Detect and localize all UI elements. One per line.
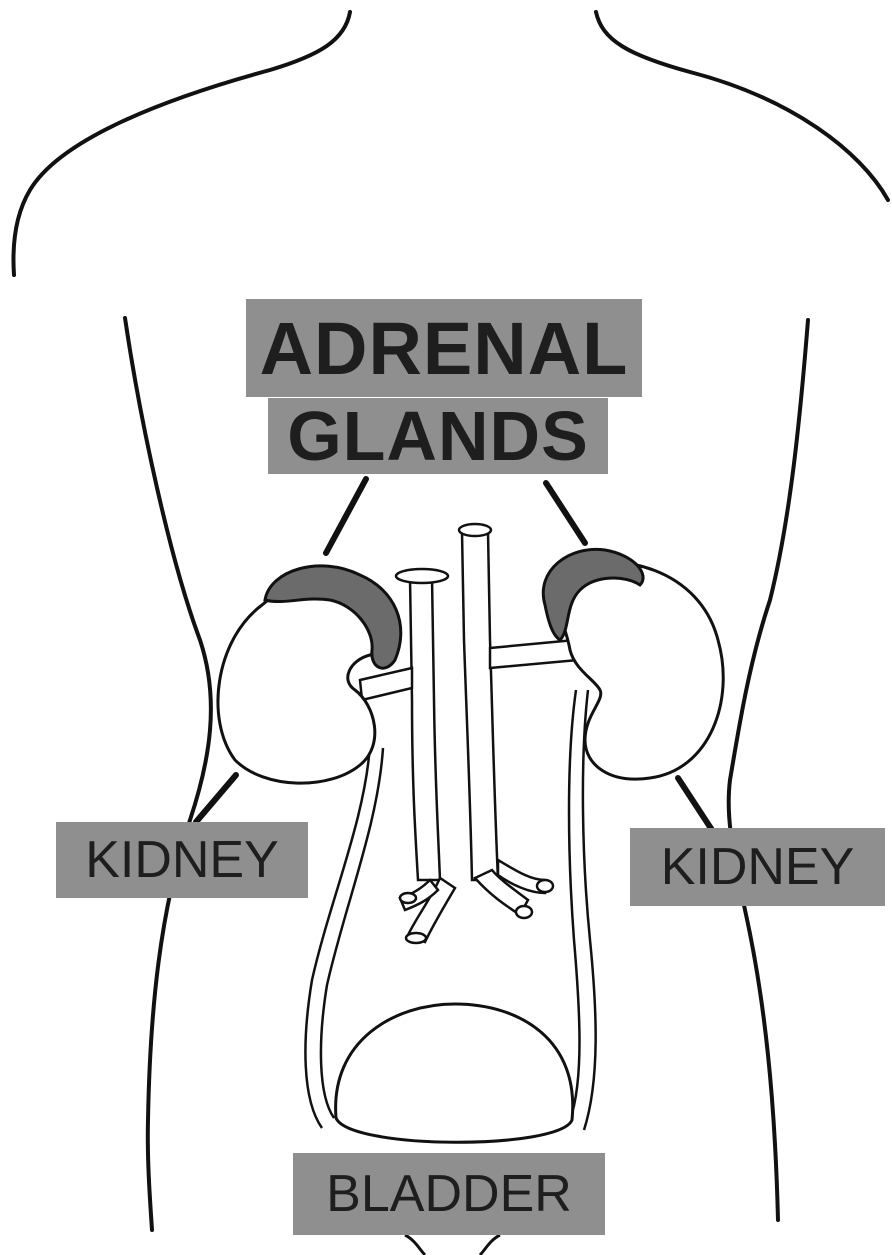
neck-shoulder-right [596, 12, 888, 200]
torso-side-left [125, 318, 211, 1230]
vena-cava [410, 578, 440, 880]
bladder-label: BLADDER [293, 1153, 605, 1235]
bladder-neck [405, 1235, 500, 1255]
ureter-right-inner [569, 690, 580, 1120]
right-renal-vessel [490, 640, 578, 668]
aorta-opening [459, 524, 491, 536]
iliac-opening-3 [516, 906, 532, 918]
kidney-right-text: KIDNEY [661, 837, 855, 897]
iliac-opening-1 [400, 893, 416, 903]
torso-side-right [729, 320, 808, 1220]
kidney-left-text: KIDNEY [85, 830, 279, 890]
leader-adrenal-left [326, 479, 366, 553]
bladder-text: BLADDER [326, 1164, 572, 1224]
kidney-label-right: KIDNEY [630, 828, 885, 906]
iliac-opening-4 [537, 880, 553, 892]
aorta [462, 532, 498, 880]
adrenal-line2-text: GLANDS [287, 396, 589, 476]
left-renal-vessel [360, 668, 412, 700]
kidney-label-left: KIDNEY [56, 822, 308, 898]
iliac-opening-2 [406, 933, 426, 943]
kidney-right-shape [555, 562, 724, 779]
adrenal-glands-label-line1: ADRENAL [246, 299, 642, 397]
vena-cava-opening [396, 569, 448, 583]
adrenal-line1-text: ADRENAL [260, 306, 629, 391]
leader-kidney-right [678, 778, 712, 830]
neck-shoulder-left [13, 12, 350, 275]
bladder-shape [336, 1004, 573, 1142]
leader-adrenal-right [546, 483, 585, 543]
adrenal-glands-label-line2: GLANDS [268, 398, 608, 474]
